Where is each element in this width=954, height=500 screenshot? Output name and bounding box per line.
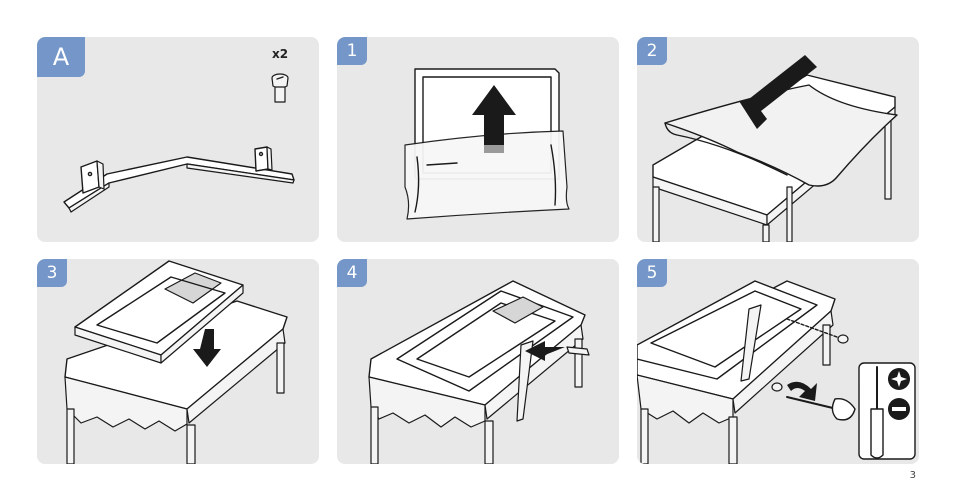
screwdriver-icon <box>871 409 883 458</box>
page-number: 3 <box>910 470 916 481</box>
stand-base-icon <box>64 147 294 212</box>
screw-icon-2 <box>772 383 782 391</box>
step-panel-1: 1 <box>337 37 619 242</box>
step-panel-3: 3 <box>37 259 319 464</box>
cover-table-illustration <box>637 37 919 242</box>
hand-icon <box>832 399 855 420</box>
step-panel-4: 4 <box>337 259 619 464</box>
remove-tv-from-bag-illustration <box>337 37 619 242</box>
step-panel-5: 5 <box>637 259 919 464</box>
step-panel-a: A x2 <box>37 37 319 242</box>
stand-and-screws-illustration <box>37 37 319 242</box>
screw-icon <box>838 335 848 343</box>
attach-stand-illustration <box>337 259 619 464</box>
step-panel-2: 2 <box>637 37 919 242</box>
screw-stand-illustration <box>637 259 919 464</box>
place-tv-facedown-illustration <box>37 259 319 464</box>
screw-icon <box>272 74 288 102</box>
